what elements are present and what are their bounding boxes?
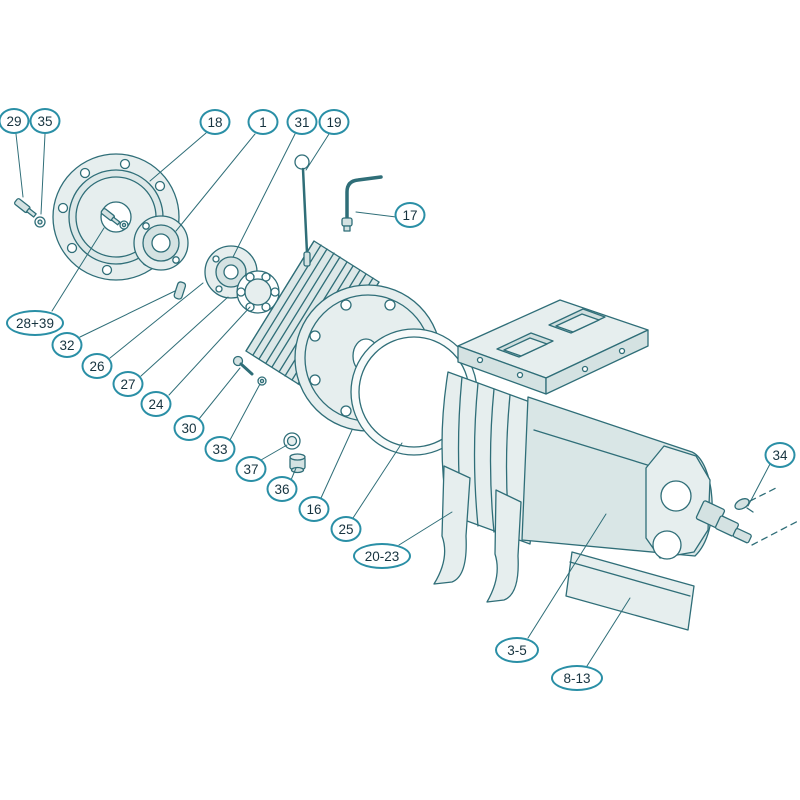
main-housing	[433, 299, 713, 603]
sealing-ring	[283, 432, 301, 450]
oil-dipstick	[294, 154, 311, 267]
cover-screws	[14, 198, 129, 230]
small-screw	[232, 355, 267, 386]
inlet-flange	[457, 299, 649, 395]
breather-tube	[341, 175, 383, 232]
bearing	[236, 270, 280, 314]
mounting-foot	[486, 489, 522, 603]
filler-plug	[289, 453, 306, 474]
drain-plug	[734, 498, 754, 513]
base-plate	[565, 551, 695, 631]
axis-centerline	[749, 487, 800, 546]
shaft	[695, 500, 752, 544]
seal-assembly	[133, 215, 189, 271]
mounting-foot	[433, 465, 471, 585]
shaft-pin	[173, 281, 187, 300]
